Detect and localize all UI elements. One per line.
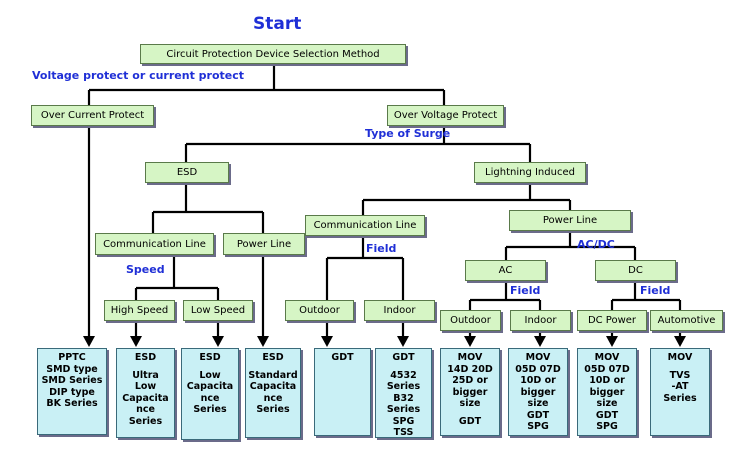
node-indoor-comm: Indoor bbox=[364, 300, 435, 321]
label-voltage-or-current: Voltage protect or current protect bbox=[32, 69, 245, 82]
leaf-line: DIP type bbox=[49, 386, 95, 398]
node-outdoor-comm: Outdoor bbox=[285, 300, 354, 321]
leaf-line: Series bbox=[386, 381, 421, 392]
leaf-line: Series bbox=[386, 404, 421, 415]
leaf-line: nce bbox=[136, 404, 155, 415]
node-high-speed: High Speed bbox=[104, 300, 175, 321]
leaf-line: ESD bbox=[199, 352, 221, 363]
leaf-line: MOV bbox=[525, 352, 551, 363]
node-outdoor-ac: Outdoor bbox=[440, 310, 501, 331]
leaf-line: ESD bbox=[134, 352, 157, 363]
leaf-line: SMD Series bbox=[41, 375, 103, 386]
leaf-line: bigger bbox=[452, 386, 488, 398]
leaf-line: nce bbox=[200, 392, 220, 404]
node-over-current: Over Current Protect bbox=[31, 105, 154, 126]
node-automotive: Automotive bbox=[650, 310, 723, 331]
leaf-line: GDT bbox=[526, 409, 550, 421]
leaf-line: SPG bbox=[527, 421, 549, 432]
leaf-line: Low bbox=[134, 381, 157, 392]
leaf-line: GDT bbox=[595, 409, 619, 421]
node-over-voltage: Over Voltage Protect bbox=[387, 105, 504, 126]
leaf-line: MOV bbox=[594, 352, 620, 363]
leaf-line: Capacita bbox=[186, 381, 234, 392]
leaf-line: Series bbox=[256, 404, 290, 415]
node-esd-power-line: Power Line bbox=[223, 233, 305, 255]
leaf-line: 10D or bbox=[589, 375, 625, 386]
leaf-line: B32 bbox=[393, 392, 414, 404]
leaf-line: Ultra bbox=[132, 369, 159, 381]
label-acdc: AC/DC bbox=[577, 238, 615, 251]
leaf-line: TVS bbox=[669, 369, 691, 381]
leaf-line: size bbox=[527, 398, 549, 409]
label-speed: Speed bbox=[126, 263, 165, 276]
leaf-line: GDT bbox=[458, 415, 482, 427]
leaf-line: SPG bbox=[392, 415, 415, 427]
leaf-line: Series bbox=[128, 415, 163, 427]
leaf-line: BK Series bbox=[46, 398, 98, 409]
leaf-line: MOV bbox=[667, 352, 693, 363]
node-esd: ESD bbox=[145, 162, 229, 183]
leaf-line: -AT bbox=[671, 381, 689, 392]
node-ac: AC bbox=[465, 260, 546, 281]
leaf-line: Series bbox=[663, 392, 697, 404]
leaf-line: size bbox=[459, 398, 481, 409]
leaf-line: MOV bbox=[457, 352, 483, 363]
node-lightning: Lightning Induced bbox=[474, 162, 586, 183]
leaf-line: 4532 bbox=[390, 369, 417, 381]
leaf-gdt-outdoor: GDT bbox=[314, 348, 371, 436]
node-li-power-line: Power Line bbox=[509, 210, 631, 231]
leaf-line: bigger bbox=[520, 386, 556, 398]
leaf-line: bigger bbox=[589, 386, 625, 398]
label-type-of-surge: Type of Surge bbox=[365, 127, 451, 140]
leaf-line: TSS bbox=[393, 427, 414, 438]
node-indoor-ac: Indoor bbox=[510, 310, 571, 331]
leaf-line: Standard bbox=[248, 369, 298, 381]
node-low-speed: Low Speed bbox=[183, 300, 253, 321]
leaf-line: 05D 07D bbox=[515, 363, 561, 375]
node-dc-power: DC Power bbox=[577, 310, 647, 331]
leaf-line: GDT bbox=[331, 352, 354, 363]
node-root: Circuit Protection Device Selection Meth… bbox=[140, 44, 406, 64]
leaf-line: PPTC bbox=[58, 352, 86, 363]
label-field-comm: Field bbox=[366, 242, 397, 255]
leaf-line: size bbox=[596, 398, 618, 409]
label-field-dc: Field bbox=[640, 284, 671, 297]
leaf-line: SMD type bbox=[46, 363, 98, 375]
node-dc: DC bbox=[595, 260, 676, 281]
leaf-line: GDT bbox=[392, 352, 415, 363]
node-esd-comm-line: Communication Line bbox=[95, 233, 214, 255]
leaf-line: Series bbox=[193, 404, 227, 415]
leaf-line: 10D or bbox=[520, 375, 556, 386]
leaf-line: Capacita bbox=[249, 381, 297, 392]
leaf-line: SPG bbox=[596, 421, 618, 432]
leaf-line: ESD bbox=[262, 352, 284, 363]
leaf-line: Low bbox=[199, 369, 221, 381]
node-li-comm-line: Communication Line bbox=[305, 215, 425, 236]
leaf-line: 14D 20D bbox=[447, 363, 493, 375]
leaf-line: 05D 07D bbox=[584, 363, 630, 375]
leaf-line: 25D or bbox=[452, 375, 488, 386]
leaf-line: Capacita bbox=[122, 392, 169, 404]
start-title: Start bbox=[253, 14, 302, 34]
label-field-ac: Field bbox=[510, 284, 541, 297]
leaf-line: nce bbox=[263, 392, 283, 404]
